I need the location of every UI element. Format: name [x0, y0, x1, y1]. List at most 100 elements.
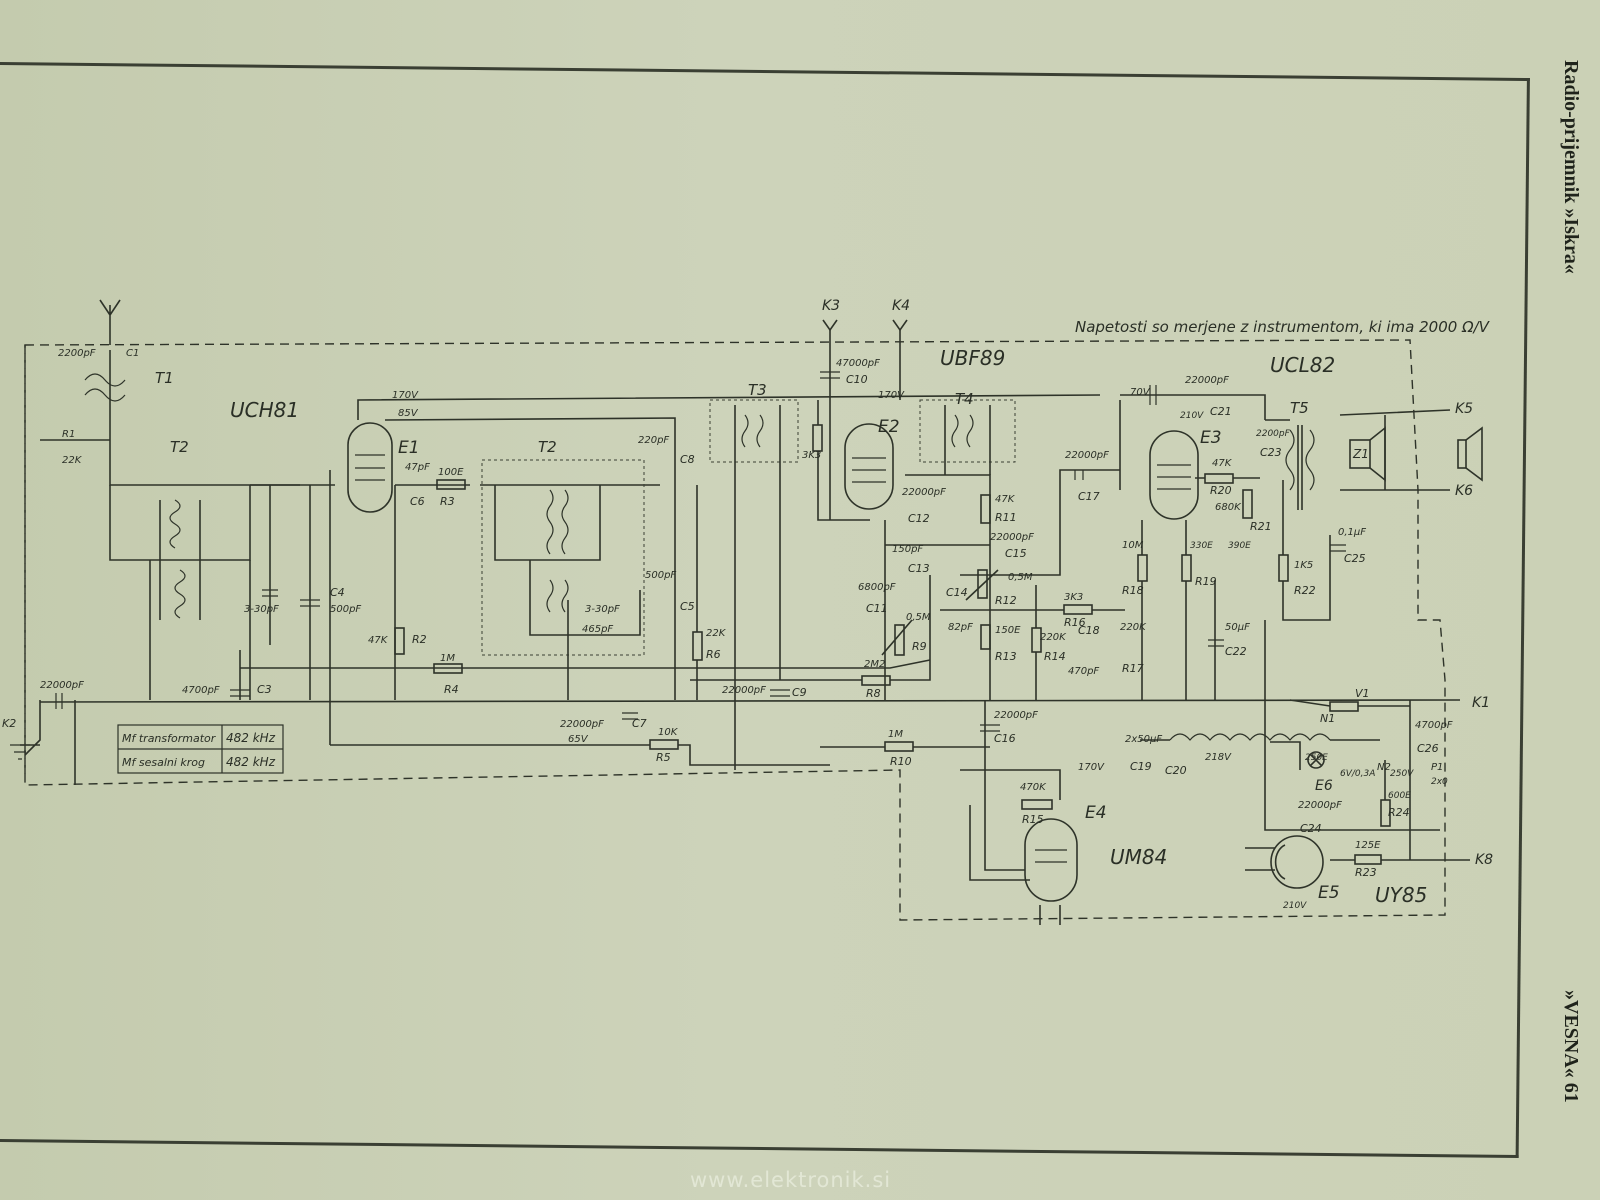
if-frequency-table: Mf transformator 482 kHz Mf sesalni krog… [117, 724, 284, 774]
label-p1-value: 2x0 [1431, 777, 1448, 787]
label-250v: 250V [1390, 769, 1414, 779]
tube-e4-type: UM84 [1110, 845, 1167, 869]
label-trimmer-b: 3-30pF [585, 604, 620, 615]
label-r13-value: 150E [995, 625, 1021, 636]
label-c4-value: 500pF [330, 604, 361, 615]
label-c13-value: 150pF [892, 544, 923, 555]
label-c17-value: 22000pF [1065, 450, 1109, 461]
label-r9-value: 0,5M [906, 612, 931, 623]
label-r19-value: 330E [1190, 541, 1213, 551]
tube-e5-ref: E5 [1318, 883, 1340, 903]
label-c5: C5 [680, 600, 695, 613]
label-r6-value: 22K [706, 628, 727, 639]
label-r12: R12 [995, 594, 1017, 607]
tube-e1-type: UCH81 [230, 398, 299, 422]
label-c26: C26 [1417, 742, 1439, 755]
label-r9: R9 [912, 640, 927, 653]
label-r11-value: 47K [995, 494, 1016, 505]
label-c18: C18 [1078, 624, 1100, 637]
tube-e2 [844, 423, 894, 510]
label-n1: N1 [1320, 712, 1335, 725]
connector-k1: K1 [1472, 695, 1490, 711]
label-c23-value: 2200pF [1256, 429, 1291, 439]
label-c6-value: 47pF [405, 462, 430, 473]
label-r8: R8 [866, 687, 881, 700]
label-r19: R19 [1195, 575, 1217, 588]
label-c25: C25 [1344, 552, 1366, 565]
label-c18-value: 470pF [1068, 666, 1099, 677]
label-r23: R23 [1355, 866, 1377, 879]
if-row2-value: 482 kHz [226, 755, 276, 769]
label-85v: 85V [398, 408, 419, 419]
label-c12-value: 22000pF [902, 487, 946, 498]
label-r5-value: 10K [658, 727, 679, 738]
label-t3: T3 [748, 381, 767, 399]
watermark: www.elektronik.si [690, 1168, 892, 1192]
label-c17: C17 [1078, 490, 1100, 503]
label-r1-value: 22K [62, 455, 83, 466]
label-n2: N2 [1377, 762, 1391, 773]
label-c1-value: 2200pF [58, 348, 96, 359]
label-t5: T5 [1290, 399, 1309, 417]
label-c1: C1 [126, 348, 139, 359]
label-r1: R1 [62, 429, 75, 440]
label-390e: 390E [1228, 541, 1251, 551]
label-c22: C22 [1225, 645, 1247, 658]
label-c15-value: 22000pF [990, 532, 1034, 543]
label-c23: C23 [1260, 446, 1282, 459]
tube-e5 [1245, 835, 1324, 889]
label-c9-value: 22000pF [722, 685, 766, 696]
label-r2: R2 [412, 633, 427, 646]
label-c12: C12 [908, 512, 930, 525]
label-r22: R22 [1294, 584, 1316, 597]
connector-k5: K5 [1455, 401, 1473, 417]
label-c10-value: 47000pF [836, 358, 880, 369]
label-170v-c: 170V [1078, 762, 1105, 773]
label-r15: R15 [1022, 813, 1044, 826]
label-c7-value: 22000pF [560, 719, 604, 730]
label-c16: C16 [994, 732, 1016, 745]
label-c4: C4 [330, 586, 345, 599]
label-r21: R21 [1250, 520, 1272, 533]
label-r22-value: 1K5 [1294, 560, 1313, 571]
label-p1: P1 [1431, 762, 1443, 773]
tube-e3 [1149, 430, 1199, 520]
label-c6: C6 [410, 495, 425, 508]
label-r17: R17 [1122, 662, 1144, 675]
if-row1-value: 482 kHz [226, 731, 276, 745]
label-r14-value: 220K [1040, 632, 1067, 643]
label-r15-value: 470K [1020, 782, 1047, 793]
tube-e3-ref: E3 [1200, 428, 1222, 448]
label-c26-value: 4700pF [1415, 720, 1453, 731]
measurement-note: Napetosti so merjene z instrumentom, ki … [1075, 318, 1491, 336]
tube-e2-type: UBF89 [940, 346, 1005, 370]
label-r3-value: 100E [438, 467, 464, 478]
label-e6: E6 [1315, 778, 1333, 794]
label-r17-value: 220K [1120, 622, 1147, 633]
connector-k6: K6 [1455, 483, 1473, 499]
label-ant-cap-value: 22000pF [40, 680, 84, 691]
label-r16-value: 3K3 [1064, 592, 1083, 603]
label-65v: 65V [568, 734, 589, 745]
page-side-title: Radio-prijemnik »Iskra« [1560, 60, 1582, 274]
label-r24-value: 600E [1388, 791, 1411, 801]
label-210v: 210V [1180, 411, 1204, 421]
label-r18-value: 10M [1122, 540, 1144, 551]
label-c3-value: 4700pF [182, 685, 220, 696]
label-c24-value: 22000pF [1298, 800, 1342, 811]
label-c13: C13 [908, 562, 930, 575]
label-n1-value: 250E [1305, 753, 1328, 763]
label-c22-value: 50µF [1225, 622, 1250, 633]
connector-k4: K4 [892, 298, 910, 314]
label-r4: R4 [444, 683, 459, 696]
label-r20: R20 [1210, 484, 1232, 497]
label-z1: Z1 [1352, 447, 1369, 461]
label-c21-value: 22000pF [1185, 375, 1229, 386]
label-t2-osc: T2 [170, 438, 189, 456]
label-c19: C19 [1130, 760, 1152, 773]
label-c24: C24 [1300, 822, 1322, 835]
label-c5-value: 500pF [645, 570, 676, 581]
label-c7: C7 [632, 717, 647, 730]
